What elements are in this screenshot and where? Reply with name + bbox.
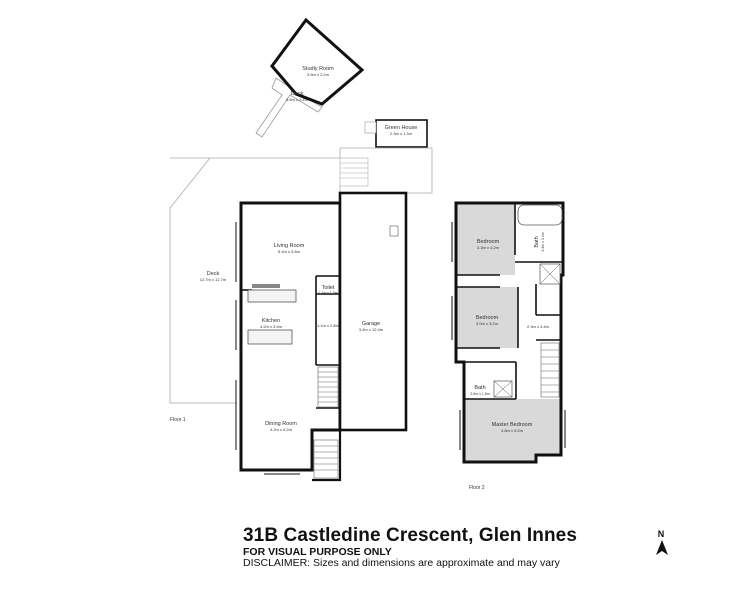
garage-name: Garage: [362, 321, 380, 327]
garage-step: [312, 430, 342, 482]
garage-door-marker: [389, 225, 399, 237]
deck-main-size: 12.7m x 12.7m: [200, 277, 227, 282]
bedroom2-floor: [456, 287, 518, 348]
study-building: Studly Room 3.5m x 2.2m Deck 3.6m x 2.4m: [255, 17, 365, 138]
study-room-walls: [270, 17, 365, 106]
dining-room-size: 4.2m x 5.2m: [270, 427, 293, 432]
bedroom2-name: Bedroom: [476, 315, 499, 321]
bedroom1-size: 3.3m x 4.2m: [477, 245, 500, 250]
north-arrow-icon: [656, 540, 668, 555]
disclaimer-text: DISCLAIMER: Sizes and dimensions are app…: [243, 557, 560, 569]
green-house-name: Green House: [385, 125, 418, 131]
bath-lower-size: 2.5m x 1.8m: [470, 392, 489, 396]
green-house-door: [364, 121, 377, 134]
bath-upper-name: Bath: [534, 236, 540, 247]
master-bedroom-size: 4.8m x 5.2m: [501, 428, 524, 433]
north-label: N: [657, 529, 665, 539]
toilet-name: Toilet: [322, 285, 335, 291]
green-house: Green House 2.3m x 1.3m: [364, 119, 428, 148]
living-room-name: Living Room: [274, 243, 305, 249]
bath-lower-name: Bath: [474, 385, 485, 391]
bathtub: [517, 204, 563, 226]
floor-1: Deck 12.7m x 12.7m: [169, 147, 433, 482]
floor-plan: Studly Room 3.5m x 2.2m Deck 3.6m x 2.4m…: [169, 17, 566, 491]
study-deck-name: Deck: [291, 91, 304, 97]
study-deck-size: 3.6m x 2.4m: [286, 97, 309, 102]
kitchen-island: [247, 329, 293, 345]
kitchen-counter: [247, 289, 297, 303]
kitchen-size: 4.2m x 3.3m: [260, 324, 283, 329]
bedroom2-size: 3.0m x 3.2m: [476, 321, 499, 326]
study-room-size: 3.5m x 2.2m: [307, 72, 330, 77]
deck-main-name: Deck: [207, 271, 220, 277]
visual-purpose-note: FOR VISUAL PURPOSE ONLY: [243, 546, 392, 558]
dining-room-name: Dining Room: [265, 421, 297, 427]
hall-f1-size: 1.1m x 2.8m: [317, 323, 340, 328]
kitchen-top-bar: [252, 284, 280, 288]
study-room-name: Studly Room: [302, 66, 334, 72]
property-title: 31B Castledine Crescent, Glen Innes: [243, 525, 578, 546]
windows-f2: [451, 222, 566, 450]
master-bedroom-name: Master Bedroom: [492, 422, 533, 428]
internal-walls-f2: [456, 203, 563, 400]
green-house-walls: [375, 119, 428, 148]
green-house-size: 2.3m x 1.3m: [390, 131, 413, 136]
deck-stairs: [339, 157, 369, 187]
master-floor: [464, 399, 561, 462]
house-stairs: [317, 366, 339, 408]
windows-f1: [235, 222, 300, 475]
bath-upper-size: 2.3m x 3.4m: [541, 232, 545, 251]
toilet-size: 1.7m x 1.0m: [318, 291, 337, 295]
deck-main-edge: [169, 157, 237, 404]
deck-main-outline: [170, 147, 433, 194]
living-room-size: 5.4m x 4.8m: [278, 249, 301, 254]
kitchen-name: Kitchen: [262, 318, 280, 324]
garage-size: 3.2m x 12.4m: [359, 327, 384, 332]
bedroom1-floor: [456, 203, 515, 275]
hall-f2-size: 2.3m x 4.4m: [527, 324, 550, 329]
floor-2-stairs: [540, 342, 560, 398]
bedroom1-name: Bedroom: [477, 239, 500, 245]
entry-stairs: [313, 439, 339, 479]
floor-1-label: Floor 1: [170, 417, 186, 423]
floor-2-label: Floor 2: [469, 485, 485, 491]
floor-2: Bedroom 3.3m x 4.2m Bath 2.3m x 3.4m Bed…: [451, 201, 566, 491]
